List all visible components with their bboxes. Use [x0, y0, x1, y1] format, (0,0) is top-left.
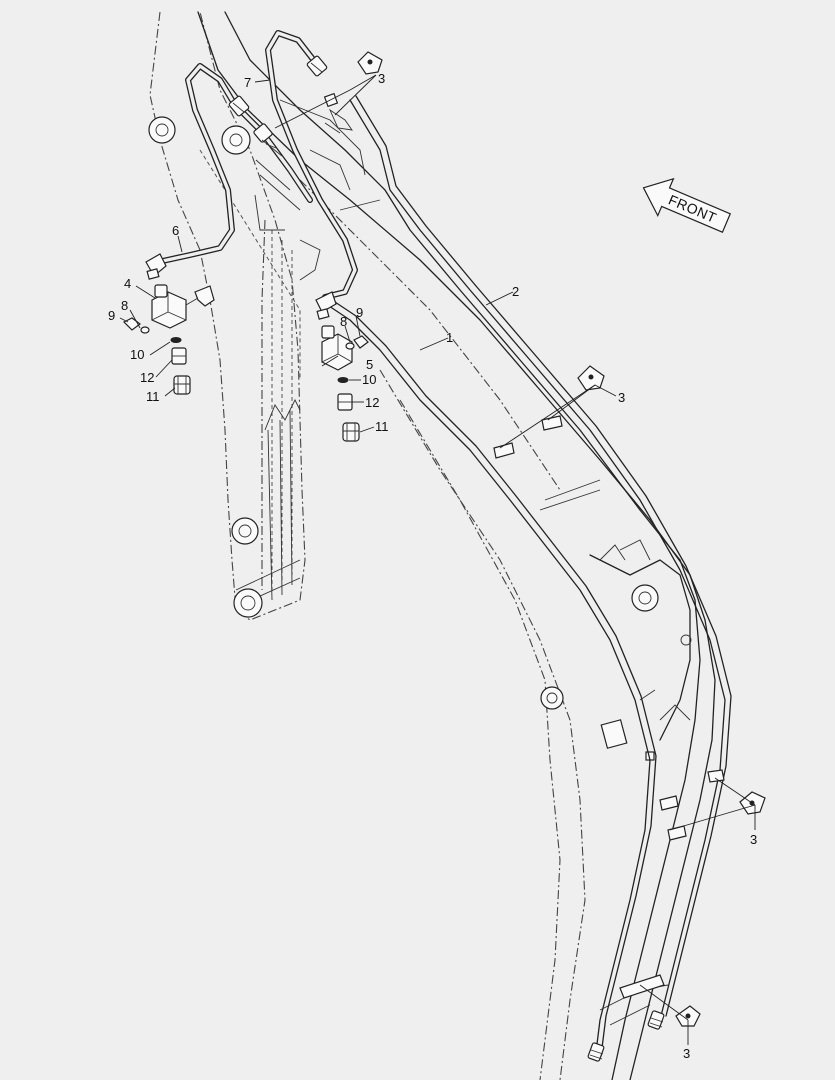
pipe-end-fitting-1 — [587, 1042, 605, 1062]
callout-8-right: 8 — [340, 314, 347, 329]
clamp-mid — [493, 365, 605, 459]
bolt-9-right — [353, 335, 369, 349]
pipe-2 — [349, 95, 732, 1021]
washer-8-left — [140, 326, 150, 334]
callout-4: 4 — [124, 276, 131, 291]
callout-9-left: 9 — [108, 308, 115, 323]
front-arrow-icon: FRONT — [642, 177, 732, 233]
hose-fitting-mid — [253, 123, 283, 157]
hose-7 — [265, 30, 358, 300]
callout-3-mid: 3 — [618, 390, 625, 405]
adapter-11-left — [173, 375, 191, 395]
callout-6: 6 — [172, 223, 179, 238]
pipe-1 — [319, 295, 657, 1061]
hose-fitting-upper-left — [228, 95, 250, 117]
hose-fitting-elbow-left — [145, 253, 167, 280]
washer-8-right — [345, 342, 355, 350]
pipe-end-fitting-2 — [647, 1010, 665, 1030]
callout-3-upper: 3 — [378, 71, 385, 86]
callout-11-right: 11 — [375, 419, 389, 434]
callouts: 1 2 3 3 3 3 4 5 6 7 8 8 9 9 10 10 11 11 … — [108, 71, 757, 1061]
adapter-12-left — [171, 347, 187, 365]
callout-10-left: 10 — [130, 347, 144, 362]
callout-3-lower: 3 — [683, 1046, 690, 1061]
callout-12-right: 12 — [365, 395, 379, 410]
leader-lines — [119, 74, 756, 1045]
oring-10-left — [170, 337, 182, 343]
callout-8-left: 8 — [121, 298, 128, 313]
callout-9-right: 9 — [356, 305, 363, 320]
arm-pin-upper — [148, 116, 176, 144]
hose-6 — [155, 63, 235, 265]
boom-bend — [589, 539, 716, 1080]
callout-10-right: 10 — [362, 372, 376, 387]
callout-1: 1 — [446, 330, 453, 345]
front-label: FRONT — [666, 191, 719, 226]
callout-5: 5 — [366, 357, 373, 372]
arm-pin-lower — [231, 517, 263, 618]
callout-2: 2 — [512, 284, 519, 299]
manifold-block-left — [151, 284, 215, 329]
adapter-12-right — [337, 393, 353, 411]
callout-11-left: 11 — [146, 389, 160, 404]
callout-12-left: 12 — [140, 370, 154, 385]
clamp-upper — [324, 51, 383, 134]
hose-fitting-elbow-right — [315, 291, 337, 320]
adapter-11-right — [342, 422, 360, 442]
callout-3-right: 3 — [750, 832, 757, 847]
oring-10-right — [337, 377, 349, 383]
boom-lower-outline — [379, 369, 655, 1080]
callout-7: 7 — [244, 75, 251, 90]
